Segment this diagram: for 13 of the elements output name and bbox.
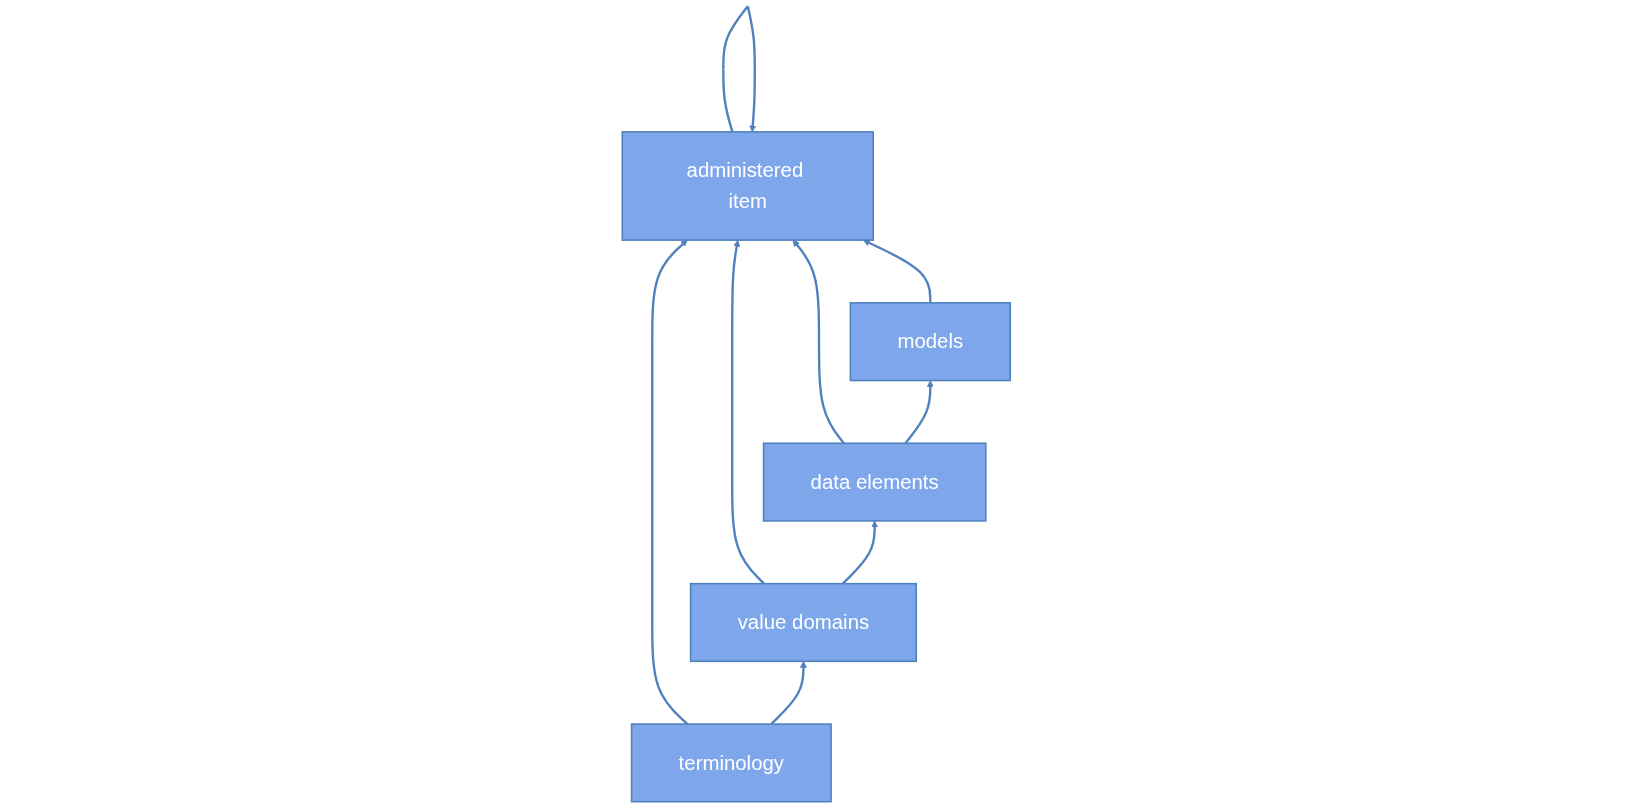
node-box: administered item [621,131,875,241]
node-box: terminology [631,723,833,803]
node-box: data elements [763,442,987,522]
arrow [842,520,879,585]
arrow [722,5,757,133]
node-box: value domains [690,582,918,663]
arrow [792,239,846,444]
arrow [770,661,808,725]
arrow [731,239,766,585]
node-box: models [849,302,1012,382]
arrow [904,380,934,444]
arrow [863,239,932,303]
arrow [651,239,689,725]
